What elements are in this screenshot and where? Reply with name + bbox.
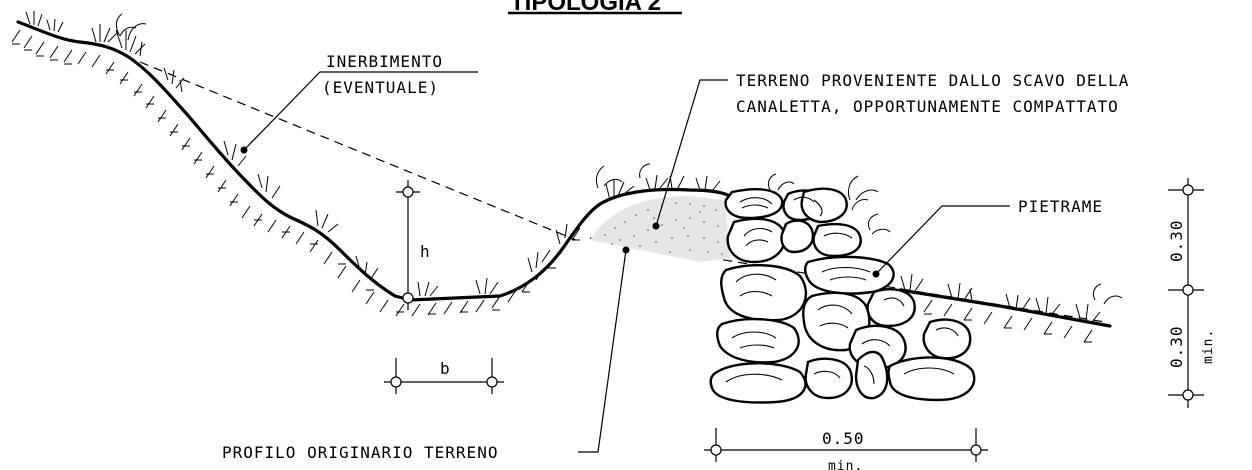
dim-h-label: h — [420, 242, 431, 261]
dim-b: b — [384, 358, 504, 394]
label-inerbimento-2: (EVENTUALE) — [322, 78, 439, 97]
stone — [922, 318, 972, 360]
leader-profilo: PROFILO ORIGINARIO TERRENO — [222, 246, 630, 462]
dim-height: 0.30 0.30 min. — [1167, 178, 1216, 408]
soil-hatching — [11, 29, 1093, 343]
dim-width-note: min. — [828, 459, 863, 470]
stone — [854, 350, 889, 400]
stone — [887, 356, 976, 402]
stone — [724, 188, 784, 220]
dim-height-top: 0.30 — [1167, 219, 1186, 262]
stone — [804, 357, 853, 400]
stone — [812, 222, 862, 258]
dim-h: h — [396, 180, 431, 310]
stone — [866, 288, 916, 328]
title-group: TIPOLOGIA 2 — [508, 0, 682, 16]
dim-b-label: b — [440, 359, 451, 378]
leader-pietrame: PIETRAME — [872, 197, 1103, 278]
stone-wall — [709, 187, 976, 404]
ground-surface — [16, 20, 1112, 328]
label-profilo: PROFILO ORIGINARIO TERRENO — [222, 443, 498, 462]
label-terreno-2: CANALETTA, OPPORTUNAMENTE COMPATTATO — [736, 97, 1119, 116]
stone — [804, 255, 895, 295]
label-inerbimento-1: INERBIMENTO — [326, 52, 443, 71]
stone — [716, 317, 800, 364]
label-pietrame: PIETRAME — [1018, 197, 1103, 216]
leader-inerbimento: INERBIMENTO (EVENTUALE) — [240, 52, 478, 154]
compacted-fill — [590, 196, 730, 262]
dim-width: 0.50 min. — [704, 428, 988, 470]
stone — [780, 219, 815, 254]
dim-width-value: 0.50 — [822, 429, 865, 448]
stone — [800, 187, 848, 224]
label-terreno-1: TERRENO PROVENIENTE DALLO SCAVO DELLA — [736, 71, 1129, 90]
dim-height-note: min. — [1201, 329, 1216, 364]
grass-tufts — [25, 11, 1123, 323]
stone — [709, 362, 807, 404]
dim-height-bottom: 0.30 — [1167, 325, 1186, 368]
leader-terreno: TERRENO PROVENIENTE DALLO SCAVO DELLA CA… — [652, 71, 1129, 230]
